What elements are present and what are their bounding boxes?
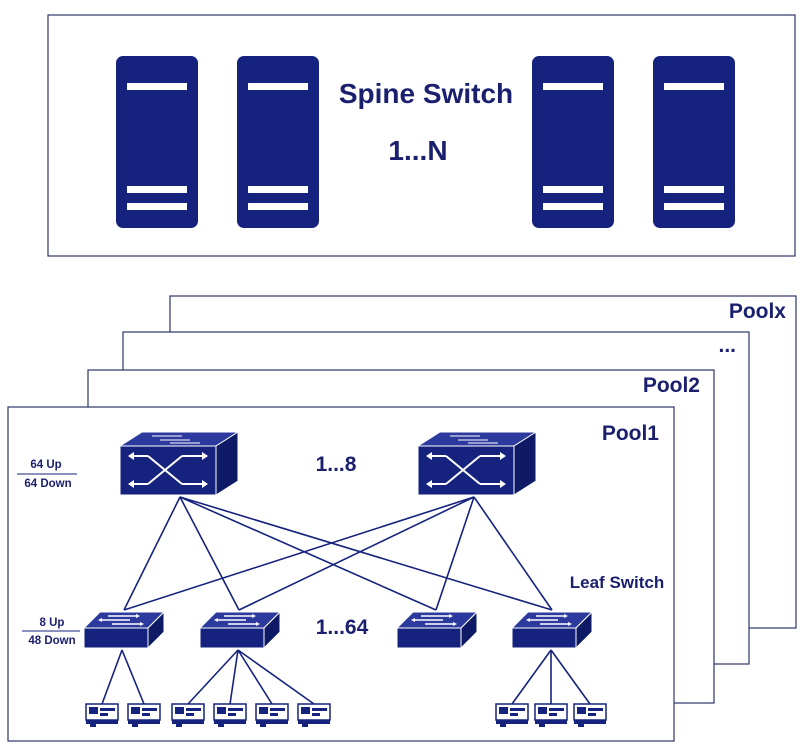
leaf-count-label: 1...64 bbox=[316, 616, 369, 639]
nic-server-icon bbox=[573, 703, 607, 728]
spine-count: 1...N bbox=[388, 135, 447, 166]
core-down-ports: 64 Down bbox=[24, 478, 71, 490]
spine-title: Spine Switch bbox=[339, 78, 513, 109]
server-icon bbox=[532, 56, 614, 228]
pool-ellipsis-label: ... bbox=[718, 334, 736, 357]
nic-server-icon bbox=[297, 703, 331, 728]
pool-2-label: Pool2 bbox=[643, 374, 700, 397]
server-icon bbox=[653, 56, 735, 228]
leaf-server-links bbox=[101, 649, 591, 705]
core-leaf-links bbox=[123, 496, 553, 611]
nic-server-icon bbox=[213, 703, 247, 728]
server-icon bbox=[116, 56, 198, 228]
pool-1-panel bbox=[7, 406, 675, 742]
leaf-switch-icon bbox=[511, 611, 593, 649]
leaf-up-ports: 8 Up bbox=[40, 617, 65, 629]
core-switch-icon bbox=[119, 431, 239, 496]
pool-x-label: Poolx bbox=[729, 300, 786, 323]
leaf-switch-label: Leaf Switch bbox=[570, 573, 664, 592]
pool-1-label: Pool1 bbox=[602, 422, 659, 445]
core-switch-icon bbox=[417, 431, 537, 496]
nic-server-icon bbox=[171, 703, 205, 728]
core-up-ports: 64 Up bbox=[30, 459, 61, 471]
server-icon bbox=[237, 56, 319, 228]
leaf-switch-icon bbox=[199, 611, 281, 649]
nic-server-icon bbox=[495, 703, 529, 728]
leaf-down-ports: 48 Down bbox=[28, 635, 75, 647]
nic-server-icon bbox=[85, 703, 119, 728]
spine-count-label: 1...8 bbox=[316, 453, 357, 476]
nic-server-icon bbox=[127, 703, 161, 728]
leaf-switch-icon bbox=[396, 611, 478, 649]
nic-server-icon bbox=[534, 703, 568, 728]
nic-server-icon bbox=[255, 703, 289, 728]
leaf-switch-icon bbox=[83, 611, 165, 649]
